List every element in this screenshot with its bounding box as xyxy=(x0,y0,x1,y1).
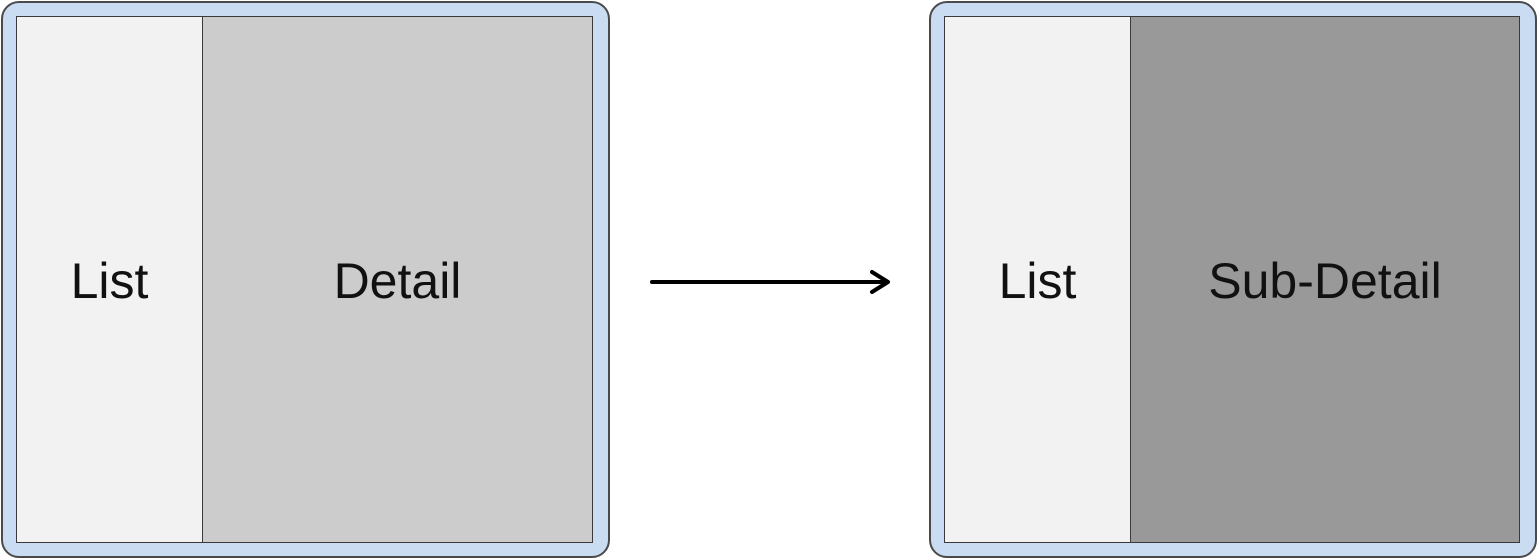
detail-pane: Detail xyxy=(203,17,592,542)
list-label: List xyxy=(70,252,149,309)
sub-detail-label: Sub-Detail xyxy=(1208,252,1442,309)
device-before: List Detail xyxy=(1,1,610,558)
sub-detail-pane: Sub-Detail xyxy=(1131,17,1519,542)
detail-label: Detail xyxy=(333,252,462,309)
list-pane: List xyxy=(945,17,1131,542)
device-after: List Sub-Detail xyxy=(929,1,1537,558)
list-label: List xyxy=(998,252,1077,309)
list-pane: List xyxy=(17,17,203,542)
right-arrow-icon xyxy=(650,270,890,294)
screen-before: List Detail xyxy=(16,16,593,543)
screen-after: List Sub-Detail xyxy=(944,16,1520,543)
